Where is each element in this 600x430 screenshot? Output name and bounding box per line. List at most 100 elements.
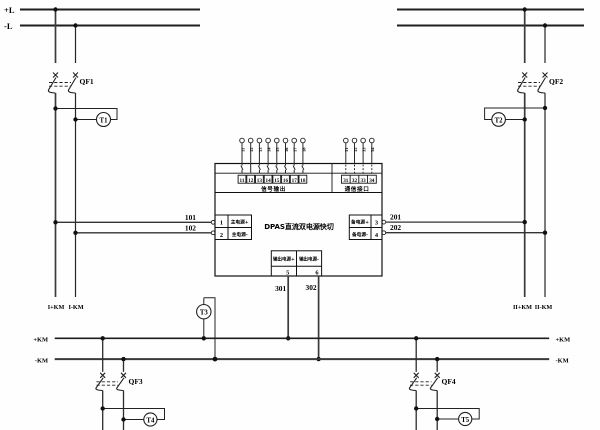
junction-dot bbox=[121, 356, 126, 362]
junction-dot bbox=[53, 7, 58, 12]
terminal-number: 15 bbox=[274, 178, 280, 184]
bus-label-pos: +L bbox=[4, 5, 15, 15]
junction-dot bbox=[73, 230, 78, 235]
terminal-number-box bbox=[289, 174, 299, 184]
signal-wire-terminal bbox=[256, 137, 263, 144]
qf2-breaker bbox=[517, 72, 548, 94]
junction-dot bbox=[201, 336, 206, 341]
qf1-label: QF1 bbox=[80, 77, 94, 86]
contact-blade bbox=[266, 165, 270, 171]
t5-label: T5 bbox=[461, 417, 470, 424]
comm-wire-label: 34 bbox=[370, 147, 375, 152]
junction-dot bbox=[522, 219, 527, 225]
feeder-label-left-neg: I-KM bbox=[68, 304, 83, 311]
comm-wire-label: 32 bbox=[353, 147, 358, 152]
qf4-label: QF4 bbox=[442, 377, 456, 386]
junction-dot bbox=[73, 117, 78, 122]
signal-wire-label: 12 bbox=[249, 147, 254, 152]
feeder-label-right-pos: II+KM bbox=[513, 304, 532, 311]
main-neg-label: 主电源- bbox=[232, 231, 248, 238]
wire-101-label: 101 bbox=[185, 213, 196, 222]
signal-wire-terminal bbox=[247, 137, 254, 144]
main-neg-terminal: 2 bbox=[220, 232, 223, 239]
signal-wire-terminal bbox=[291, 137, 297, 144]
junction-dot bbox=[73, 23, 78, 28]
ctrl-bus-neg-label-left: -KM bbox=[35, 357, 48, 364]
comm-terminal-number: 34 bbox=[369, 178, 375, 184]
output-neg-label: 输出电源- bbox=[299, 256, 319, 263]
terminal-number: 11 bbox=[240, 178, 245, 184]
wire-202-label: 202 bbox=[390, 223, 401, 232]
terminal-number: 17 bbox=[292, 178, 298, 184]
contact-blade bbox=[292, 165, 296, 171]
t2-label: T2 bbox=[495, 117, 504, 124]
junction-dot bbox=[522, 117, 527, 122]
junction-dot bbox=[522, 7, 527, 12]
backup-pos-label: 备电源+ bbox=[350, 219, 369, 226]
main-input-wires bbox=[55, 221, 212, 234]
wire-302-label: 302 bbox=[306, 283, 317, 292]
qf4-feeder-wires bbox=[415, 338, 438, 430]
signal-section-label: 信号输出 bbox=[261, 185, 286, 193]
t5-transducer bbox=[416, 408, 480, 427]
contact-blade bbox=[301, 165, 305, 171]
junction-dot bbox=[53, 220, 58, 225]
terminal-number: 16 bbox=[283, 178, 289, 184]
contact-blade bbox=[275, 165, 279, 171]
junction-dot bbox=[435, 416, 440, 422]
feeder-label-left-pos: I+KM bbox=[48, 304, 65, 311]
device-title: DPAS直流双电源快切 bbox=[264, 222, 334, 231]
terminal-number-box bbox=[263, 174, 273, 184]
comm-wire-terminal bbox=[343, 137, 349, 144]
terminal-number-box bbox=[281, 174, 290, 184]
top-bus-left bbox=[20, 8, 200, 27]
signal-wire-label: 15 bbox=[275, 147, 280, 152]
signal-wire-label: 13 bbox=[258, 147, 263, 152]
qf3-breaker bbox=[95, 372, 127, 392]
signal-wire-label: 16 bbox=[284, 147, 289, 152]
main-pos-terminal: 1 bbox=[220, 220, 223, 227]
signal-wire-label: 14 bbox=[267, 147, 272, 152]
ctrl-bus-pos-label-left: +KM bbox=[33, 337, 48, 344]
comm-wire-terminal bbox=[351, 137, 358, 144]
terminal-number-box bbox=[246, 174, 256, 184]
junction-dot bbox=[435, 356, 440, 362]
junction-dot bbox=[212, 356, 218, 362]
qf3-feeder-wires bbox=[102, 338, 125, 430]
terminal-number: 18 bbox=[300, 178, 306, 184]
output-terminal-box bbox=[270, 250, 323, 277]
terminal-number-box bbox=[237, 174, 247, 184]
signal-wire-terminal bbox=[282, 137, 289, 144]
signal-wire-label: 17 bbox=[293, 147, 298, 152]
signal-wire-label: 11 bbox=[240, 147, 245, 152]
qf4-breaker bbox=[408, 372, 441, 392]
wire-201-label: 201 bbox=[390, 213, 401, 222]
output-neg-terminal: 6 bbox=[315, 269, 319, 276]
backup-neg-label: 备电源- bbox=[351, 231, 368, 238]
comm-wire-terminal bbox=[360, 137, 366, 144]
terminal-number: 12 bbox=[248, 178, 254, 184]
backup-input-terminal-box bbox=[348, 214, 383, 240]
signal-wire-terminal bbox=[239, 137, 245, 144]
wire-301-label: 301 bbox=[275, 284, 286, 293]
backup-input-wires bbox=[385, 221, 545, 234]
signal-wire-terminal bbox=[300, 137, 306, 144]
qf3-label: QF3 bbox=[129, 377, 143, 386]
ctrl-bus-pos-label-right: +KM bbox=[556, 337, 571, 344]
output-pos-terminal: 5 bbox=[286, 269, 289, 276]
qf1-breaker bbox=[47, 72, 79, 94]
bus-label-neg: -L bbox=[4, 21, 13, 31]
junction-dot bbox=[121, 417, 126, 422]
feeder-label-right-neg: II-KM bbox=[535, 304, 553, 311]
t1-label: T1 bbox=[100, 117, 109, 124]
t4-transducer bbox=[102, 408, 165, 427]
signal-wire-terminal bbox=[274, 137, 280, 144]
output-pos-label: 输出电源+ bbox=[273, 256, 295, 263]
contact-blade bbox=[283, 165, 287, 171]
comm-section-label: 通信接口 bbox=[345, 185, 370, 193]
t2-transducer bbox=[484, 107, 545, 127]
comm-terminal-number: 32 bbox=[352, 178, 358, 184]
